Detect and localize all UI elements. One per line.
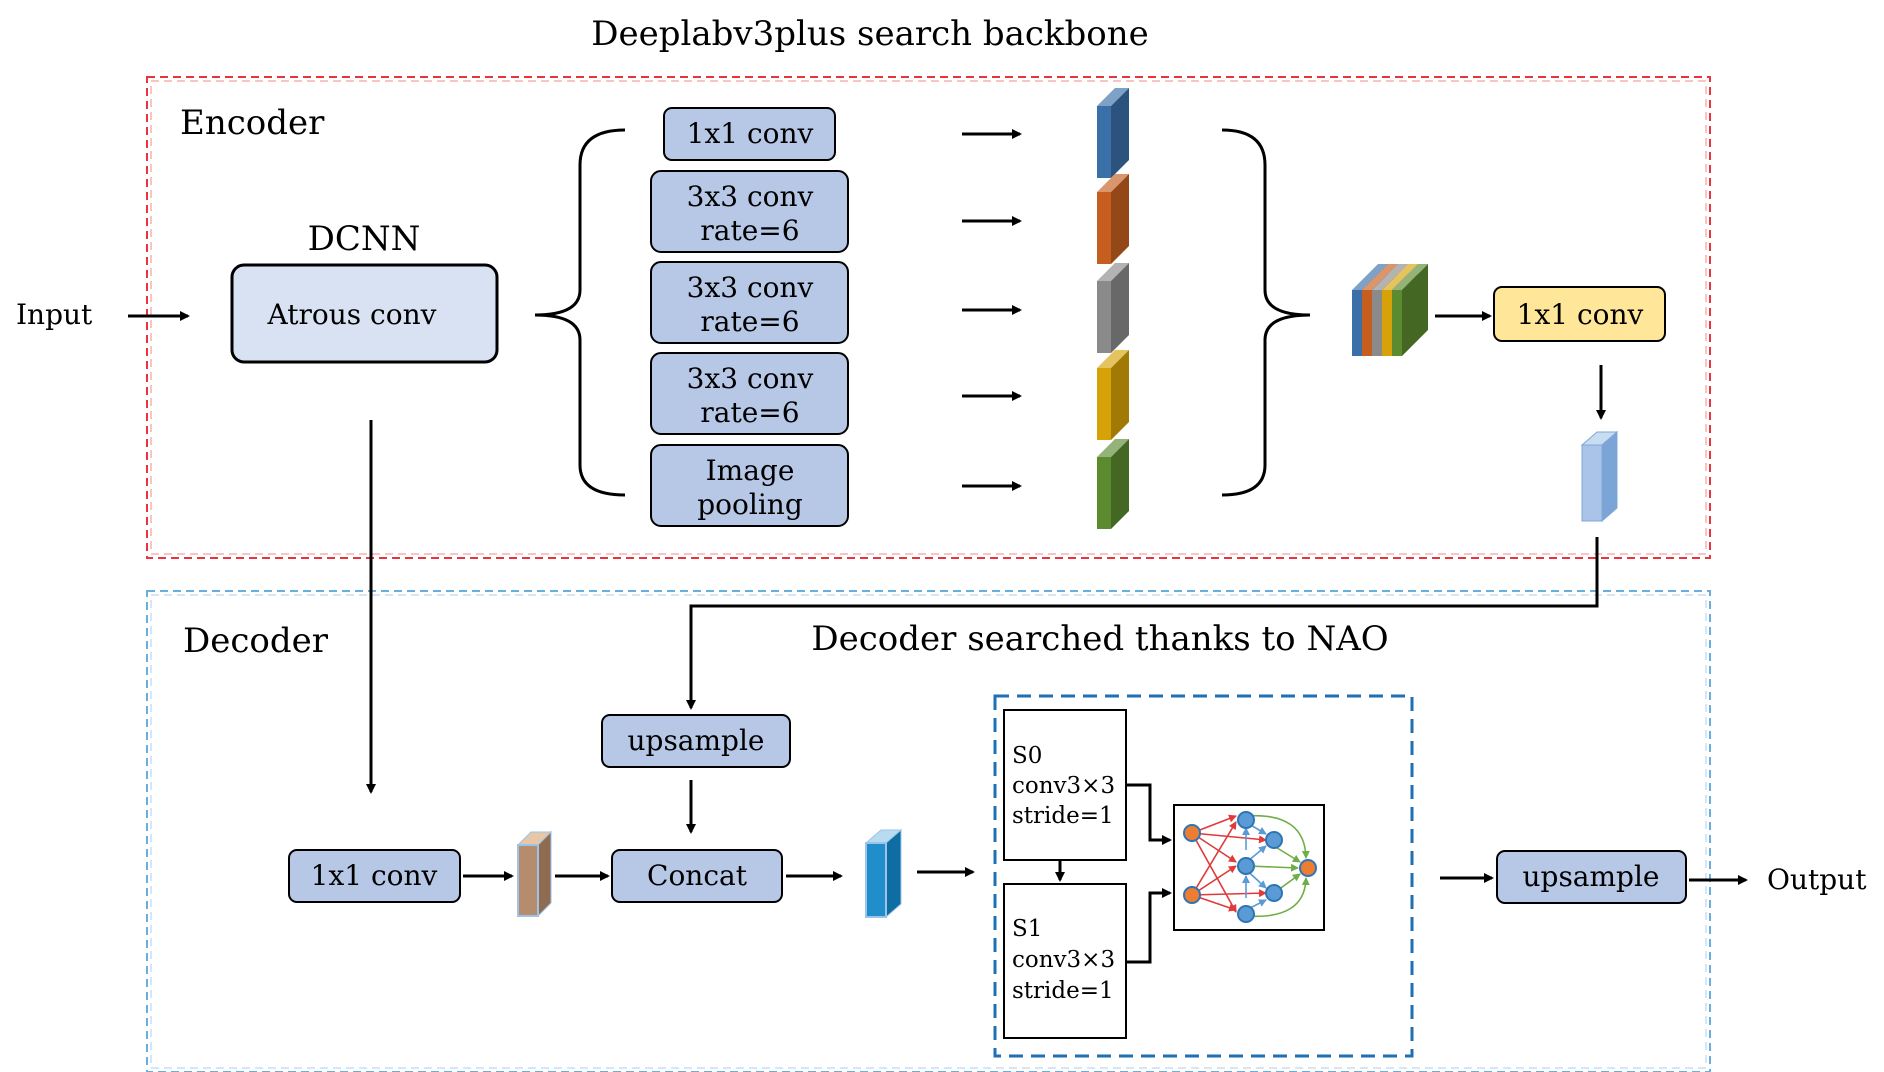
encoder-output-feature <box>1580 430 1619 523</box>
output-label: Output <box>1767 863 1867 896</box>
s1-stride: stride=1 <box>1012 978 1114 1004</box>
concat-feature <box>864 828 903 919</box>
feature-map <box>1097 439 1129 529</box>
atrous-conv-label: Atrous conv <box>267 298 437 331</box>
upsample-label: upsample <box>627 724 764 757</box>
decoder-conv-box <box>288 849 461 903</box>
svg-text:Image: Image <box>706 454 795 487</box>
concat-label: Concat <box>647 859 748 892</box>
svg-text:rate=6: rate=6 <box>700 396 799 429</box>
decoder-label: Decoder <box>183 621 329 661</box>
s0-to-cell-arrow <box>1126 783 1172 845</box>
aspp-branch: 3x3 conv rate=6 <box>650 352 849 435</box>
aspp-branch: Image pooling <box>650 444 849 527</box>
decoder-conv-label: 1x1 conv <box>311 859 438 892</box>
atrous-conv-box <box>230 263 499 364</box>
encoder-region <box>146 76 1711 559</box>
input-label: Input <box>16 298 93 331</box>
s1-op: conv3×3 <box>1012 947 1115 973</box>
svg-text:3x3 conv: 3x3 conv <box>687 362 814 395</box>
s1-name: S1 <box>1012 916 1042 942</box>
aspp-branch: 3x3 conv rate=6 <box>650 261 849 344</box>
final-upsample-label: upsample <box>1522 860 1659 893</box>
decoder-region <box>146 590 1711 1072</box>
svg-text:pooling: pooling <box>697 488 803 521</box>
concat-box <box>611 849 783 903</box>
upsample-box <box>601 714 791 768</box>
aspp-branch: 3x3 conv rate=6 <box>650 170 849 253</box>
s1-box <box>1003 883 1127 1039</box>
fuse-conv-label: 1x1 conv <box>1517 298 1644 331</box>
svg-text:3x3 conv: 3x3 conv <box>687 180 814 213</box>
final-upsample-box <box>1496 850 1687 904</box>
encoder-to-upsample-connector <box>686 537 1599 710</box>
s0-stride: stride=1 <box>1012 803 1114 829</box>
s0-name: S0 <box>1012 743 1042 769</box>
nao-search-region <box>993 694 1414 1058</box>
svg-text:rate=6: rate=6 <box>700 214 799 247</box>
low-level-feature <box>516 830 553 918</box>
concatenated-feature <box>1392 264 1428 356</box>
feature-map <box>1097 88 1129 178</box>
svg-text:rate=6: rate=6 <box>700 305 799 338</box>
aspp-branch: 1x1 conv <box>663 107 836 161</box>
right-brace <box>1221 128 1311 497</box>
svg-text:3x3 conv: 3x3 conv <box>687 271 814 304</box>
diagram-title: Deeplabv3plus search backbone <box>591 14 1149 54</box>
left-brace <box>534 128 626 497</box>
feature-map <box>1097 174 1129 264</box>
cell-nodes <box>1183 811 1317 923</box>
feature-map <box>1097 263 1129 353</box>
s0-op: conv3×3 <box>1012 773 1115 799</box>
dcnn-label: DCNN <box>308 219 421 259</box>
nao-label: Decoder searched thanks to NAO <box>811 619 1388 659</box>
feature-map <box>1097 350 1129 440</box>
s1-to-cell-arrow <box>1126 888 1172 964</box>
s0-box <box>1003 709 1127 861</box>
fuse-conv-box <box>1493 286 1666 342</box>
svg-text:1x1 conv: 1x1 conv <box>687 117 814 150</box>
encoder-label: Encoder <box>180 103 325 143</box>
